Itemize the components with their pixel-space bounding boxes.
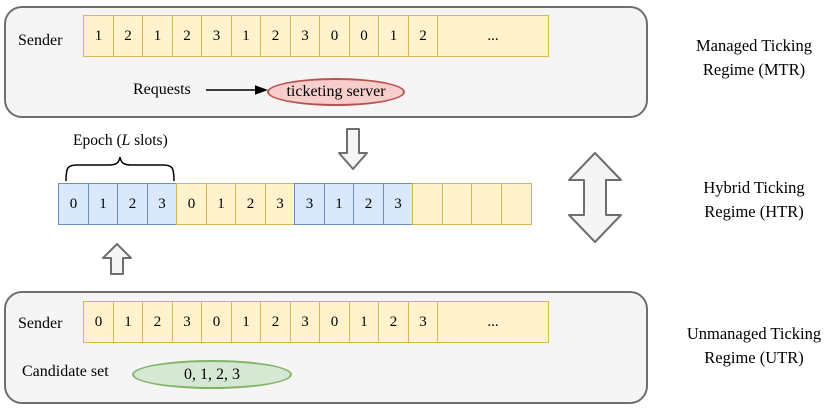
htr-region-label-line1: Hybrid Ticking xyxy=(703,178,805,197)
double-arrow-icon xyxy=(568,152,622,243)
slot-cell: 2 xyxy=(260,15,291,57)
slot-cell: 1 xyxy=(348,301,380,343)
slot-cell: 0 xyxy=(83,301,114,343)
epoch-label-variable: L xyxy=(121,132,131,149)
utr-region-label-line1: Unmanaged Ticking xyxy=(686,324,822,343)
slot-cell: 0 xyxy=(319,301,350,343)
slot-cell: 2 xyxy=(407,15,439,57)
slot-cell: 0 xyxy=(176,183,207,225)
slot-cell-empty xyxy=(500,183,532,225)
epoch-label-suffix: slots) xyxy=(130,132,168,149)
htr-region-label-line2: Regime (HTR) xyxy=(704,202,804,221)
utr-sender-label: Sender xyxy=(18,315,63,332)
mtr-region-label-line1: Managed Ticking xyxy=(696,36,812,55)
mtr-sender-label: Sender xyxy=(18,32,63,49)
slot-cell: 0 xyxy=(319,15,350,57)
slot-cell: 2 xyxy=(353,183,384,225)
slot-cell: 0 xyxy=(348,15,380,57)
epoch-label-prefix: Epoch ( xyxy=(73,132,122,149)
slot-cell: 3 xyxy=(294,183,325,225)
slot-cell: 2 xyxy=(235,183,266,225)
mtr-region-label-line2: Regime (MTR) xyxy=(702,60,806,79)
epoch-label: Epoch (L slots) xyxy=(73,132,168,150)
slot-cell: 2 xyxy=(378,301,409,343)
slot-cell: 1 xyxy=(83,15,114,57)
slot-cell: 2 xyxy=(112,15,144,57)
ellipsis-cell: ... xyxy=(437,301,549,343)
slot-cell: 1 xyxy=(323,183,355,225)
htr-region-label: Hybrid Ticking Regime (HTR) xyxy=(664,176,830,224)
htr-slot-row: 0 1 2 3 0 1 2 3 3 1 2 3 xyxy=(58,183,532,225)
slot-cell: 2 xyxy=(260,301,291,343)
ticketing-server-ellipse: ticketing server xyxy=(267,78,405,106)
candidate-set-label: Candidate set xyxy=(22,363,109,380)
slot-cell: 3 xyxy=(264,183,296,225)
slot-cell: 3 xyxy=(382,183,414,225)
down-arrow-icon xyxy=(338,128,368,170)
slot-cell: 1 xyxy=(205,183,237,225)
slot-cell: 1 xyxy=(142,15,173,57)
slot-cell: 1 xyxy=(378,15,409,57)
slot-cell-empty xyxy=(441,183,473,225)
slot-cell-empty xyxy=(471,183,502,225)
candidate-set-ellipse: 0, 1, 2, 3 xyxy=(132,360,292,389)
up-arrow-icon xyxy=(102,243,132,275)
slot-cell: 2 xyxy=(142,301,173,343)
utr-region-label-line2: Regime (UTR) xyxy=(704,348,804,367)
slot-cell: 1 xyxy=(230,15,262,57)
slot-cell: 3 xyxy=(407,301,439,343)
mtr-slot-row: 1 2 1 2 3 1 2 3 0 0 1 2 ... xyxy=(83,15,549,57)
slot-cell: 2 xyxy=(117,183,148,225)
slot-cell: 3 xyxy=(289,301,321,343)
ellipsis-cell: ... xyxy=(437,15,549,57)
slot-cell: 0 xyxy=(201,301,232,343)
mtr-region-label: Managed Ticking Regime (MTR) xyxy=(664,34,830,82)
slot-cell: 1 xyxy=(112,301,144,343)
requests-label: Requests xyxy=(133,81,191,98)
utr-container: Sender 0 1 2 3 0 1 2 3 0 1 2 3 ... Candi… xyxy=(4,291,648,404)
slot-cell: 1 xyxy=(87,183,119,225)
slot-cell: 3 xyxy=(289,15,321,57)
epoch-brace xyxy=(65,156,175,182)
slot-cell: 0 xyxy=(58,183,89,225)
requests-arrow-icon xyxy=(206,85,268,95)
slot-cell: 1 xyxy=(230,301,262,343)
utr-slot-row: 0 1 2 3 0 1 2 3 0 1 2 3 ... xyxy=(83,301,549,343)
slot-cell: 3 xyxy=(201,15,232,57)
utr-region-label: Unmanaged Ticking Regime (UTR) xyxy=(664,322,830,370)
mtr-container: Sender 1 2 1 2 3 1 2 3 0 0 1 2 ... Reque… xyxy=(4,6,648,118)
slot-cell: 3 xyxy=(171,301,203,343)
slot-cell: 2 xyxy=(171,15,203,57)
slot-cell: 3 xyxy=(146,183,178,225)
slot-cell-empty xyxy=(412,183,443,225)
